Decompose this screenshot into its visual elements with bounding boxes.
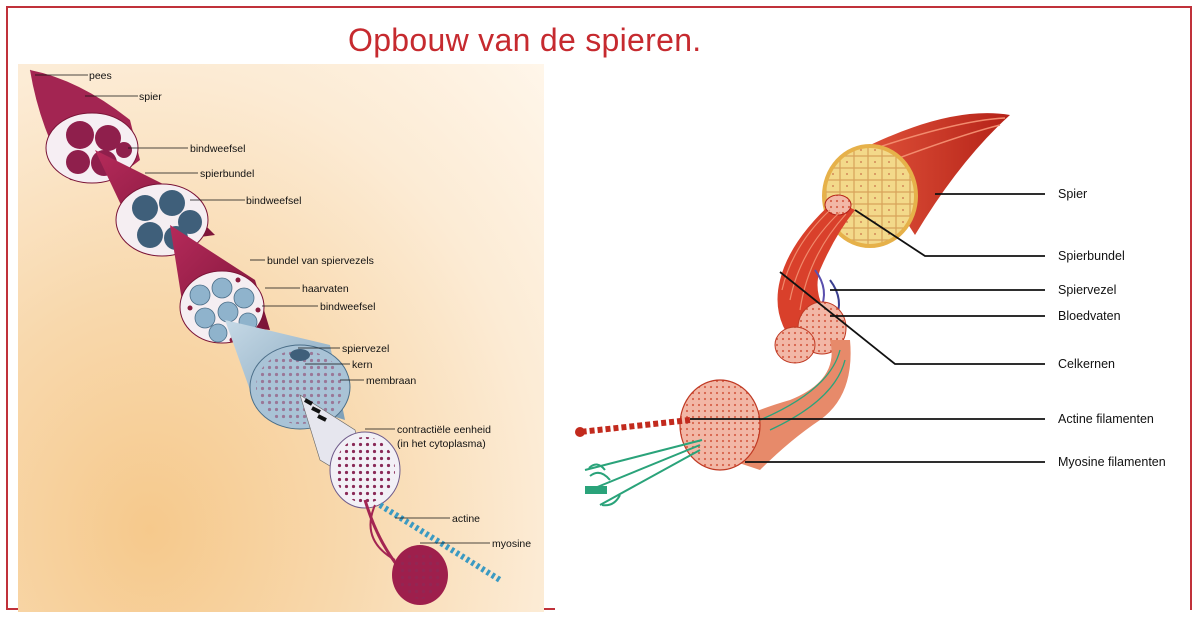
right-muscle-illustration <box>575 113 1010 505</box>
label-celkernen: Celkernen <box>1058 357 1115 371</box>
left-labels: pees spier bindweefsel spierbundel bindw… <box>89 70 531 550</box>
label-kern: kern <box>352 359 373 371</box>
label-spier: spier <box>139 91 162 103</box>
label-bindweefsel-3: bindweefsel <box>320 301 375 313</box>
label-spier-right: Spier <box>1058 187 1087 201</box>
label-contractiele-eenheid: contractiële eenheid <box>397 424 491 436</box>
label-spierbundel-right: Spierbundel <box>1058 249 1125 263</box>
label-in-het-cytoplasma: (in het cytoplasma) <box>397 438 486 450</box>
label-bundel-van-spiervezels: bundel van spiervezels <box>267 255 374 267</box>
label-myosine: myosine <box>492 538 531 550</box>
left-muscle-illustration <box>30 70 500 605</box>
label-spierbundel: spierbundel <box>200 168 254 180</box>
label-bindweefsel-1: bindweefsel <box>190 143 245 155</box>
label-actine: actine <box>452 513 480 525</box>
label-haarvaten: haarvaten <box>302 283 349 295</box>
label-spiervezel-right: Spiervezel <box>1058 283 1116 297</box>
label-pees: pees <box>89 70 112 82</box>
label-spiervezel: spiervezel <box>342 343 389 355</box>
label-myosine-filamenten: Myosine filamenten <box>1058 455 1166 469</box>
right-labels: Spier Spierbundel Spiervezel Bloedvaten … <box>1058 187 1166 469</box>
label-membraan: membraan <box>366 375 416 387</box>
label-bindweefsel-2: bindweefsel <box>246 195 301 207</box>
label-bloedvaten: Bloedvaten <box>1058 309 1121 323</box>
label-actine-filamenten: Actine filamenten <box>1058 412 1154 426</box>
